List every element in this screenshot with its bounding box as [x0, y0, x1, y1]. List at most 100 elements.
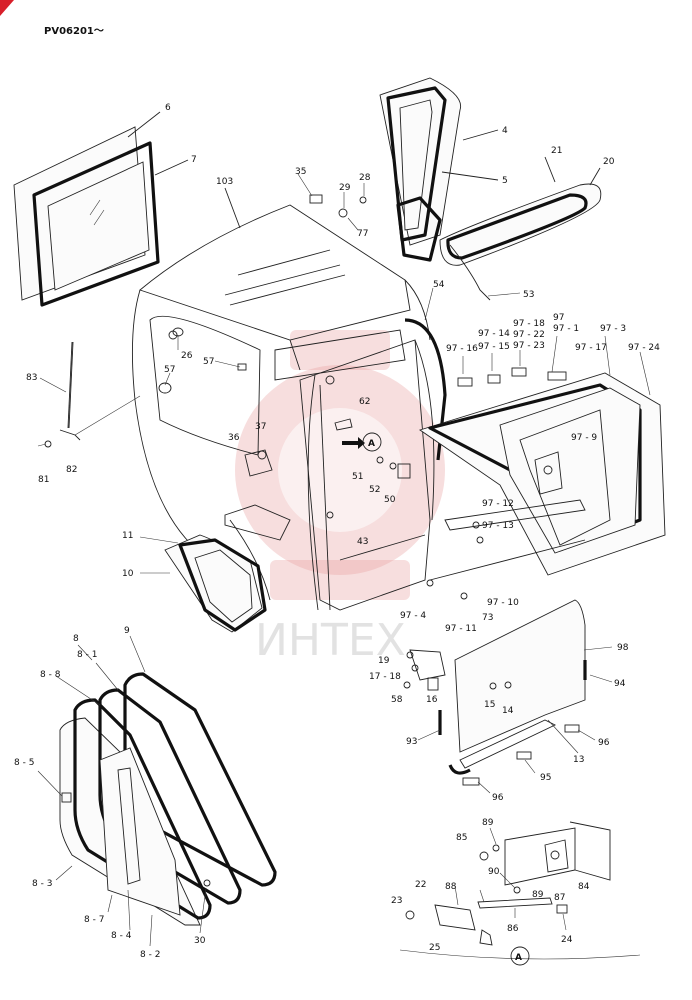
hardware-cluster	[168, 173, 411, 519]
part-label: 97 - 13	[482, 521, 514, 531]
part-label: 8 - 5	[14, 758, 34, 768]
part-label: 98	[617, 643, 629, 653]
part-label: 57	[203, 357, 214, 367]
cab-frame	[131, 187, 435, 611]
part-label: 10	[122, 569, 134, 579]
corner-marker	[0, 0, 14, 16]
antenna-assembly	[37, 341, 141, 448]
seal-strip-53	[449, 244, 491, 301]
part-label: 97 - 23	[513, 341, 545, 351]
part-label: 97 - 12	[482, 499, 514, 509]
part-label: 13	[573, 755, 584, 765]
part-label: 5	[502, 176, 508, 186]
part-label: 29	[339, 183, 351, 193]
rail-54	[404, 318, 447, 461]
part-label: 82	[66, 465, 77, 475]
part-label: 81	[38, 475, 49, 485]
part-label: 21	[551, 146, 562, 156]
part-label: 97 - 10	[487, 598, 519, 608]
part-label: 6	[165, 103, 171, 113]
part-label: 83	[26, 373, 37, 383]
part-label: 11	[122, 531, 133, 541]
serial-code: PV06201～	[44, 26, 104, 37]
part-label: 93	[406, 737, 417, 747]
part-label: 22	[415, 880, 426, 890]
front-window-8	[37, 635, 277, 947]
door-window-97	[418, 335, 666, 600]
callout-letter-top: A	[368, 439, 375, 449]
part-label: 26	[181, 351, 193, 361]
part-label: 8 - 4	[111, 931, 132, 941]
part-label: 16	[426, 695, 438, 705]
roof-panel-20-21	[439, 156, 602, 266]
part-label: 28	[359, 173, 371, 183]
part-label: 35	[295, 167, 306, 177]
part-label: 103	[216, 177, 233, 187]
part-label: 17 - 18	[369, 672, 401, 682]
part-label: 97 - 22	[513, 330, 545, 340]
part-label: 88	[445, 882, 457, 892]
part-label: 50	[384, 495, 396, 505]
part-label: 20	[603, 157, 615, 167]
part-label: 15	[484, 700, 495, 710]
part-label: 8	[73, 634, 79, 644]
leader-53	[487, 292, 521, 297]
part-label: 8 - 2	[140, 950, 160, 960]
part-label: 97 - 1	[553, 324, 579, 334]
part-label: 57	[164, 365, 175, 375]
part-label: 8 - 3	[32, 879, 52, 889]
part-label: 97 - 17	[575, 343, 607, 353]
part-label: 97 - 3	[600, 324, 626, 334]
part-label: 97	[553, 313, 564, 323]
part-label: 95	[540, 773, 551, 783]
part-label: 97 - 14	[478, 329, 510, 339]
part-label: 96	[598, 738, 610, 748]
part-label: 8 - 1	[77, 650, 97, 660]
part-label: 90	[488, 867, 500, 877]
watermark-text: ИНТЕХ	[255, 615, 406, 666]
part-label: 8 - 8	[40, 670, 61, 680]
part-label: 37	[255, 422, 266, 432]
part-label: 54	[433, 280, 445, 290]
part-label: 9	[124, 626, 130, 636]
part-label: 36	[228, 433, 240, 443]
part-label: 97 - 9	[571, 433, 597, 443]
part-label: 7	[191, 155, 197, 165]
part-label: 24	[561, 935, 573, 945]
part-labels: 6 7 103 35 29 28 77 4 5 21 20 53 54 26 5…	[14, 103, 660, 960]
part-label: 97 - 4	[400, 611, 426, 621]
part-label: 58	[391, 695, 403, 705]
part-label: 14	[502, 706, 514, 716]
part-label: 86	[507, 924, 519, 934]
part-label: 62	[359, 397, 370, 407]
part-label: 94	[614, 679, 626, 689]
callout-letter-bottom: A	[515, 953, 522, 963]
part-label: 96	[492, 793, 504, 803]
part-label: 8 - 7	[84, 915, 104, 925]
part-label: 52	[369, 485, 380, 495]
part-label: 84	[578, 882, 590, 892]
lower-window-10-11	[139, 534, 267, 633]
part-label: 87	[554, 893, 565, 903]
detail-a	[399, 821, 641, 966]
part-label: 77	[357, 229, 368, 239]
side-window-4-5	[379, 77, 499, 262]
part-label: 73	[482, 613, 493, 623]
part-label: 19	[378, 656, 390, 666]
part-label: 4	[502, 126, 508, 136]
part-label: 23	[391, 896, 402, 906]
rear-window-assembly	[13, 111, 189, 307]
part-label: 43	[357, 537, 368, 547]
part-label: 89	[532, 890, 544, 900]
lower-door-98	[403, 599, 613, 794]
part-label: 97 - 15	[478, 342, 510, 352]
part-label: 97 - 24	[628, 343, 660, 353]
part-label: 97 - 18	[513, 319, 545, 329]
part-label: 89	[482, 818, 494, 828]
part-label: 51	[352, 472, 363, 482]
callout-arrow	[342, 432, 382, 452]
part-label: 97 - 16	[446, 344, 478, 354]
part-label: 97 - 11	[445, 624, 477, 634]
